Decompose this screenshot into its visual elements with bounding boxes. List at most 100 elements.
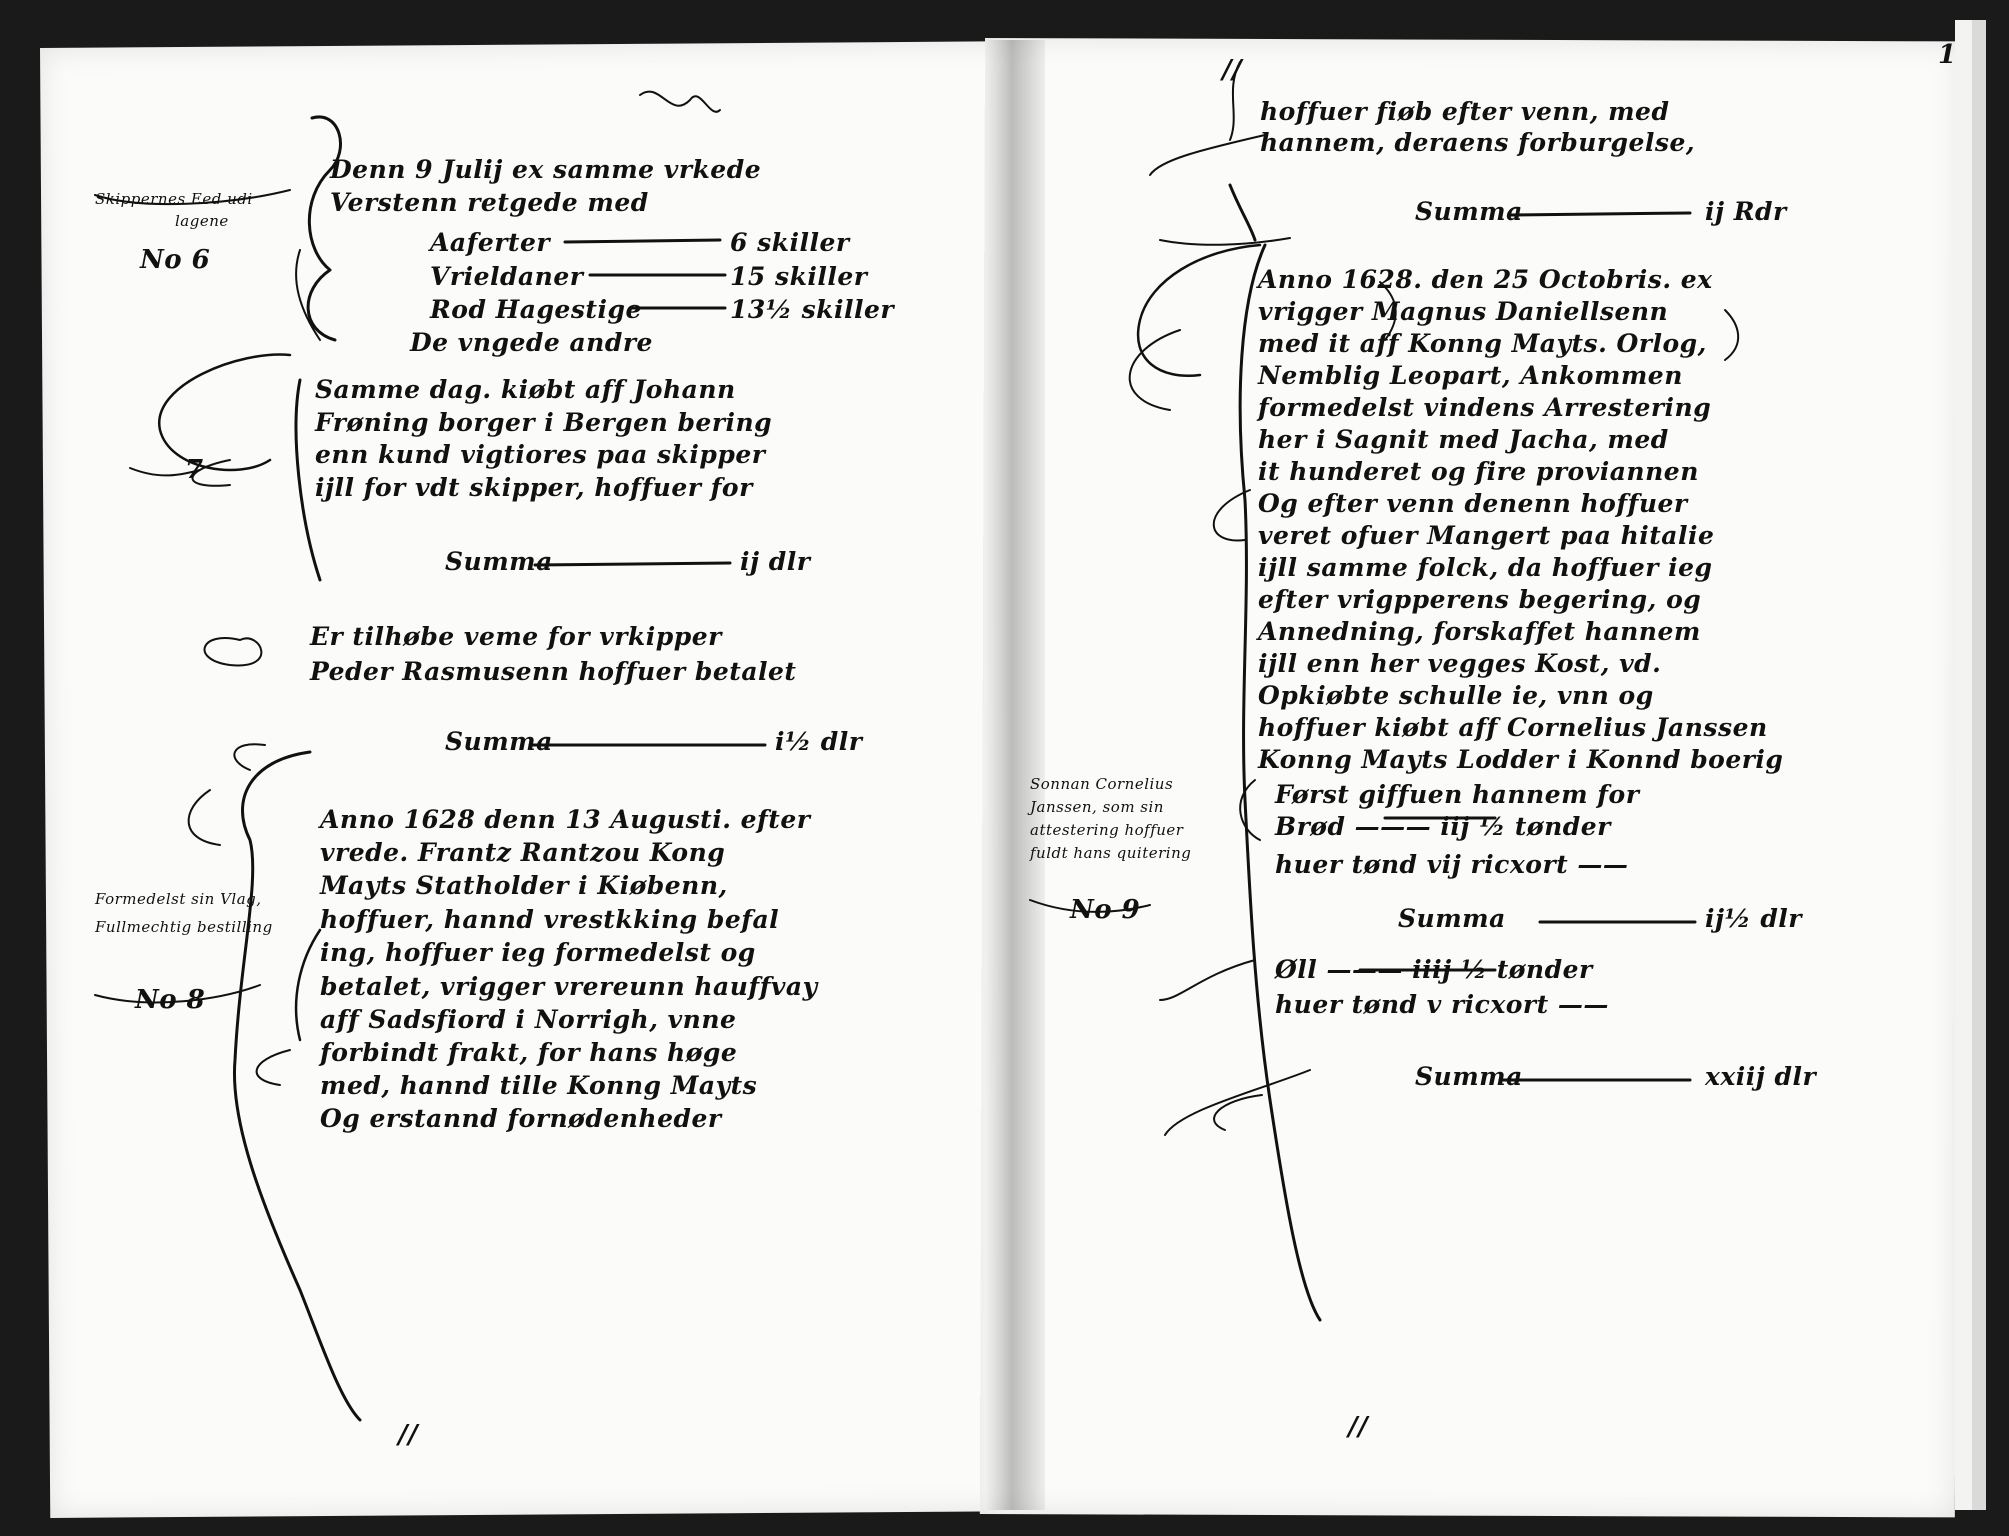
entry-line: Og efter venn denenn hoffuer [1258, 489, 1688, 518]
entry-line: Øll ——— iiij ½ tønder [1275, 955, 1593, 984]
sum-label: Summa [445, 727, 553, 756]
item-label: Rod Hagestige [430, 295, 642, 324]
underline-flourish [1159, 237, 1291, 246]
bracket-flourish [294, 928, 322, 1042]
entry-line: forbindt frakt, for hans høge [320, 1038, 738, 1067]
entry-line: aff Sadsfiord i Norrigh, vnne [320, 1005, 737, 1034]
bracket-flourish [1228, 183, 1257, 242]
bracket-flourish [255, 1049, 291, 1086]
entry-line: med it aff Konng Mayts. Orlog, [1258, 329, 1707, 358]
margin-note-line: lagene [175, 212, 229, 230]
margin-note-line: Formedelst sin Vlag, [95, 890, 262, 908]
entry-heading: Denn 9 Julij ex samme vrkede [330, 155, 762, 184]
page-end-mark: // [398, 1420, 418, 1450]
entry-line: her i Sagnit med Jacha, med [1258, 425, 1669, 454]
bracket-flourish [203, 637, 263, 667]
bracket-flourish [1238, 243, 1322, 1322]
continuation-line: hoffuer fiøb efter venn, med [1260, 97, 1670, 126]
item-value: 13½ skiller [730, 295, 895, 324]
sum-label: Summa [445, 547, 553, 576]
bracket-flourish [191, 459, 231, 487]
entry-line: it hunderet og fire proviannen [1258, 457, 1699, 486]
bracket-flourish [294, 378, 322, 582]
underline-flourish [129, 467, 201, 477]
entry-line: hoffuer kiøbt aff Cornelius Janssen [1258, 713, 1768, 742]
entry-number: No 8 [135, 985, 206, 1015]
continuation-line: hannem, deraens forburgelse, [1260, 128, 1696, 157]
item-value: 15 skiller [730, 262, 868, 291]
margin-note-line: Janssen, som sin [1030, 798, 1164, 816]
bracket-flourish [158, 353, 292, 472]
bracket-flourish [232, 750, 362, 1422]
bracket-flourish [1229, 61, 1241, 141]
sum-rule [1508, 211, 1692, 217]
page-edge [1972, 20, 1986, 1510]
entry-line: ijll enn her vegges Kost, vd. [1258, 649, 1662, 678]
sum-label: Summa [1398, 904, 1506, 933]
bracket-flourish [1164, 1069, 1311, 1136]
sum-value: ij Rdr [1705, 197, 1787, 226]
sum-label: Summa [1415, 1062, 1523, 1091]
item-value: 6 skiller [730, 228, 850, 257]
entry-line: Opkiøbte schulle ie, vnn og [1258, 681, 1654, 710]
bracket-flourish [1128, 329, 1181, 411]
item-label: Vrieldaner [430, 262, 584, 291]
bracket-flourish [1212, 489, 1251, 542]
entry-line: Mayts Statholder i Kiøbenn, [320, 871, 728, 900]
bracket-flourish [1149, 134, 1266, 176]
bracket-flourish [1159, 959, 1256, 1001]
entry-line: vrede. Frantz Rantzou Kong [320, 838, 726, 867]
entry-line: ijll samme folck, da hoffuer ieg [1258, 553, 1713, 582]
entry-line: Samme dag. kiøbt aff Johann [315, 375, 736, 404]
entry-line: formedelst vindens Arrestering [1258, 393, 1712, 422]
bracket-flourish [295, 249, 321, 341]
entry-line: ing, hoffuer ieg formedelst og [320, 938, 756, 967]
ink-scribble [639, 90, 721, 113]
page-end-mark: // [1348, 1412, 1368, 1442]
entry-line: Brød ——— iij ½ tønder [1275, 812, 1611, 841]
entry-line: betalet, vrigger vrereunn hauffvay [320, 972, 818, 1001]
underline-flourish [94, 984, 261, 1004]
entry-line: Peder Rasmusenn hoffuer betalet [310, 657, 797, 686]
entry-number: 7 [185, 455, 204, 485]
bracket-flourish [233, 743, 266, 771]
entry-line: Anno 1628. den 25 Octobris. ex [1258, 265, 1713, 294]
margin-note-line: fuldt hans quitering [1030, 844, 1192, 862]
entry-line: Annedning, forskaffet hannem [1258, 617, 1701, 646]
entry-line: med, hannd tille Konng Mayts [320, 1071, 758, 1100]
entry-line: Nemblig Leopart, Ankommen [1258, 361, 1683, 390]
sum-label: Summa [1415, 197, 1523, 226]
entry-line: De vngede andre [410, 328, 653, 357]
page-edge [1955, 20, 1973, 1510]
entry-line: efter vrigpperens begering, og [1258, 585, 1702, 614]
bracket-flourish [1724, 309, 1740, 361]
bracket-flourish [1379, 281, 1397, 341]
page-number-mark: 1 [1938, 40, 1957, 70]
entry-line: Anno 1628 denn 13 Augusti. efter [320, 805, 811, 834]
margin-note-line: Skippernes Eed udi [95, 190, 253, 208]
sum-value: xxiij dlr [1705, 1062, 1817, 1091]
bracket-flourish [187, 789, 221, 846]
page-top-mark: // [1222, 55, 1242, 85]
leader-line [563, 238, 722, 244]
bracket-flourish [1213, 1094, 1263, 1131]
bracket-flourish [1136, 243, 1262, 377]
sum-rule [533, 561, 732, 567]
entry-line: veret ofuer Mangert paa hitalie [1258, 521, 1715, 550]
bracket-flourish [306, 115, 342, 342]
sum-value: ij½ dlr [1705, 904, 1802, 933]
book-gutter [985, 40, 1045, 1510]
entry-line: huer tønd v ricxort —— [1275, 990, 1609, 1019]
entry-line: Er tilhøbe veme for vrkipper [310, 622, 722, 651]
margin-note-line: attestering hoffuer [1030, 821, 1184, 839]
entry-line: Konng Mayts Lodder i Konnd boerig [1258, 745, 1784, 774]
underline-flourish [1029, 899, 1151, 913]
entry-line: Verstenn retgede med [330, 188, 649, 217]
entry-line: Først giffuen hannem for [1275, 780, 1640, 809]
bracket-flourish [1239, 779, 1261, 841]
entry-line: huer tønd vij ricxort —— [1275, 850, 1629, 879]
sum-value: i½ dlr [775, 727, 863, 756]
underline-flourish [94, 189, 291, 206]
